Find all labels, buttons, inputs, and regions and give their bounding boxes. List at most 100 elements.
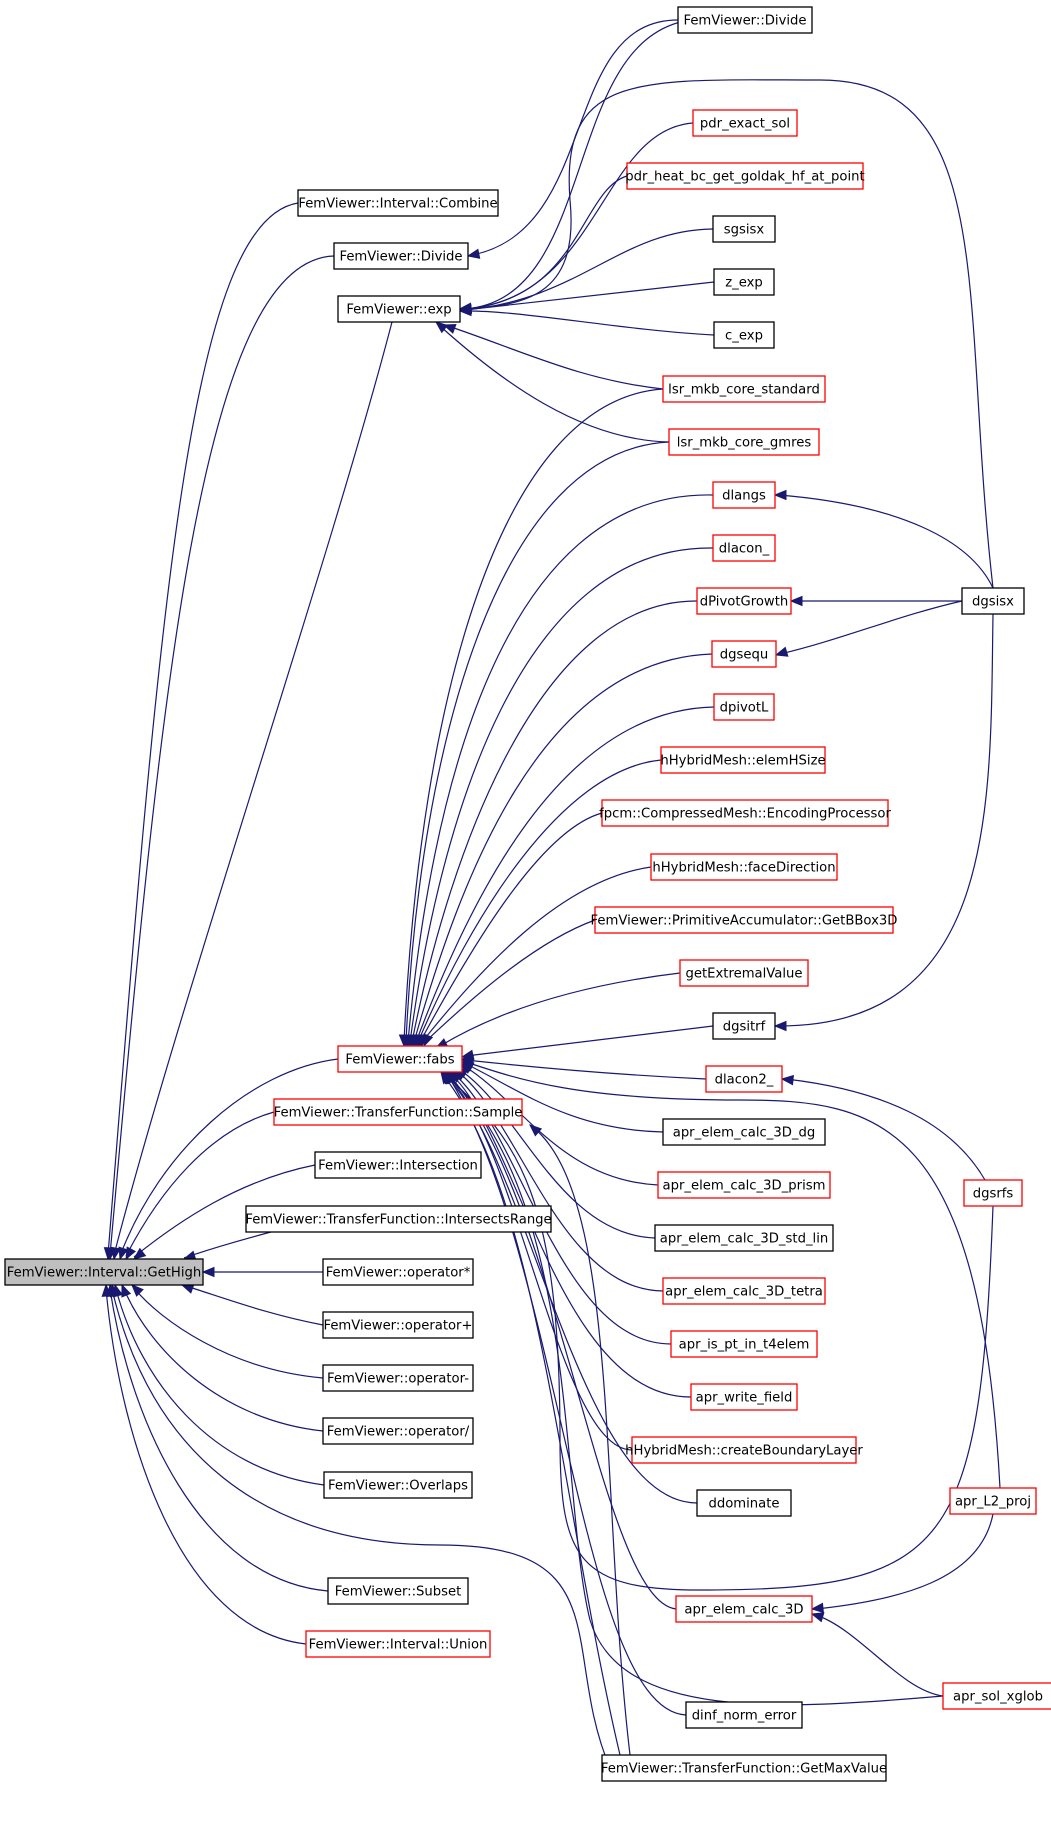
node-union[interactable]: FemViewer::Interval::Union bbox=[305, 1630, 491, 1658]
node-apr_xglob[interactable]: apr_sol_xglob bbox=[942, 1682, 1051, 1710]
node-dgsequ[interactable]: dgsequ bbox=[711, 640, 777, 668]
node-dlacon2[interactable]: dlacon2_ bbox=[705, 1065, 783, 1093]
node-box[interactable] bbox=[961, 587, 1025, 615]
node-box[interactable] bbox=[705, 1065, 783, 1093]
node-pdr_exact[interactable]: pdr_exact_sol bbox=[692, 109, 798, 137]
node-box[interactable] bbox=[713, 268, 775, 296]
node-intersection[interactable]: FemViewer::Intersection bbox=[314, 1151, 482, 1179]
node-box[interactable] bbox=[305, 1630, 491, 1658]
node-divide_l[interactable]: FemViewer::Divide bbox=[333, 242, 469, 270]
node-box[interactable] bbox=[322, 1364, 474, 1392]
node-dpivotgrowth[interactable]: dPivotGrowth bbox=[696, 587, 792, 615]
node-box[interactable] bbox=[677, 6, 813, 34]
node-box[interactable] bbox=[712, 215, 776, 243]
node-apr_l2[interactable]: apr_L2_proj bbox=[949, 1487, 1037, 1515]
node-box[interactable] bbox=[660, 746, 826, 774]
node-box[interactable] bbox=[323, 1471, 473, 1499]
node-box[interactable] bbox=[696, 587, 792, 615]
node-lsr_std[interactable]: lsr_mkb_core_standard bbox=[662, 375, 826, 403]
node-getextremal[interactable]: getExtremalValue bbox=[679, 959, 809, 987]
node-gethigh[interactable]: FemViewer::Interval::GetHigh bbox=[4, 1258, 204, 1286]
node-box[interactable] bbox=[601, 1754, 887, 1782]
node-encproc[interactable]: fpcm::CompressedMesh::EncodingProcessor bbox=[599, 799, 892, 827]
node-box[interactable] bbox=[713, 693, 775, 721]
node-box[interactable] bbox=[245, 1205, 552, 1233]
node-box[interactable] bbox=[662, 375, 826, 403]
node-elemhsize[interactable]: hHybridMesh::elemHSize bbox=[660, 746, 826, 774]
node-ddominate[interactable]: ddominate bbox=[696, 1489, 792, 1517]
node-box[interactable] bbox=[297, 189, 499, 217]
node-apr_write[interactable]: apr_write_field bbox=[690, 1383, 798, 1411]
node-box[interactable] bbox=[670, 1330, 818, 1358]
node-intersectsrange[interactable]: FemViewer::TransferFunction::IntersectsR… bbox=[245, 1205, 552, 1233]
node-box[interactable] bbox=[327, 1577, 469, 1605]
node-divide_r[interactable]: FemViewer::Divide bbox=[677, 6, 813, 34]
node-dgsitrf[interactable]: dgsitrf bbox=[712, 1012, 776, 1040]
node-apr_prism[interactable]: apr_elem_calc_3D_prism bbox=[657, 1171, 831, 1199]
node-box[interactable] bbox=[657, 1171, 831, 1199]
node-box[interactable] bbox=[679, 959, 809, 987]
node-overlaps[interactable]: FemViewer::Overlaps bbox=[323, 1471, 473, 1499]
node-lsr_gmres[interactable]: lsr_mkb_core_gmres bbox=[668, 428, 820, 456]
node-dlangs[interactable]: dlangs bbox=[712, 481, 776, 509]
node-pdr_heat[interactable]: pdr_heat_bc_get_goldak_hf_at_point bbox=[625, 162, 865, 190]
node-dgsisx[interactable]: dgsisx bbox=[961, 587, 1025, 615]
node-box[interactable] bbox=[631, 1436, 857, 1464]
node-z_exp[interactable]: z_exp bbox=[713, 268, 775, 296]
node-box[interactable] bbox=[626, 162, 864, 190]
node-box[interactable] bbox=[675, 1595, 813, 1623]
node-box[interactable] bbox=[601, 799, 889, 827]
node-box[interactable] bbox=[337, 295, 461, 323]
node-dgsrfs[interactable]: dgsrfs bbox=[963, 1179, 1023, 1207]
node-box[interactable] bbox=[713, 321, 775, 349]
node-box[interactable] bbox=[696, 1489, 792, 1517]
node-box[interactable] bbox=[662, 1118, 826, 1146]
node-box[interactable] bbox=[712, 534, 776, 562]
node-box[interactable] bbox=[668, 428, 820, 456]
node-c_exp[interactable]: c_exp bbox=[713, 321, 775, 349]
node-apr_calc3d[interactable]: apr_elem_calc_3D bbox=[675, 1595, 813, 1623]
node-box[interactable] bbox=[314, 1151, 482, 1179]
node-box[interactable] bbox=[685, 1701, 803, 1729]
node-dinf[interactable]: dinf_norm_error bbox=[685, 1701, 803, 1729]
node-box[interactable] bbox=[690, 1383, 798, 1411]
node-fabs[interactable]: FemViewer::fabs bbox=[337, 1045, 463, 1073]
node-box[interactable] bbox=[662, 1277, 826, 1305]
node-getbbox[interactable]: FemViewer::PrimitiveAccumulator::GetBBox… bbox=[591, 906, 898, 934]
node-box[interactable] bbox=[650, 853, 838, 881]
node-apr_stdlin[interactable]: apr_elem_calc_3D_std_lin bbox=[654, 1224, 834, 1252]
node-box[interactable] bbox=[273, 1098, 523, 1126]
node-box[interactable] bbox=[711, 640, 777, 668]
node-box[interactable] bbox=[337, 1045, 463, 1073]
node-box[interactable] bbox=[949, 1487, 1037, 1515]
node-box[interactable] bbox=[712, 1012, 776, 1040]
node-exp[interactable]: FemViewer::exp bbox=[337, 295, 461, 323]
node-opplus[interactable]: FemViewer::operator+ bbox=[322, 1311, 474, 1339]
node-dpivotl[interactable]: dpivotL bbox=[713, 693, 775, 721]
node-box[interactable] bbox=[322, 1311, 474, 1339]
node-box[interactable] bbox=[692, 109, 798, 137]
node-opminus[interactable]: FemViewer::operator- bbox=[322, 1364, 474, 1392]
node-apr_dg[interactable]: apr_elem_calc_3D_dg bbox=[662, 1118, 826, 1146]
node-sample[interactable]: FemViewer::TransferFunction::Sample bbox=[273, 1098, 523, 1126]
node-createbl[interactable]: hHybridMesh::createBoundaryLayer bbox=[625, 1436, 863, 1464]
node-getmax[interactable]: FemViewer::TransferFunction::GetMaxValue bbox=[601, 1754, 887, 1782]
node-box[interactable] bbox=[963, 1179, 1023, 1207]
node-opmul[interactable]: FemViewer::operator* bbox=[322, 1258, 474, 1286]
node-box[interactable] bbox=[594, 906, 894, 934]
node-dlacon[interactable]: dlacon_ bbox=[712, 534, 776, 562]
node-subset[interactable]: FemViewer::Subset bbox=[327, 1577, 469, 1605]
node-box[interactable] bbox=[333, 242, 469, 270]
node-box[interactable] bbox=[654, 1224, 834, 1252]
node-combine[interactable]: FemViewer::Interval::Combine bbox=[297, 189, 499, 217]
node-apr_tetra[interactable]: apr_elem_calc_3D_tetra bbox=[662, 1277, 826, 1305]
node-opdiv[interactable]: FemViewer::operator/ bbox=[322, 1417, 474, 1445]
node-box[interactable] bbox=[942, 1682, 1051, 1710]
node-apr_ispt[interactable]: apr_is_pt_in_t4elem bbox=[670, 1330, 818, 1358]
node-facedir[interactable]: hHybridMesh::faceDirection bbox=[650, 853, 838, 881]
node-box[interactable] bbox=[322, 1258, 474, 1286]
node-box[interactable] bbox=[712, 481, 776, 509]
node-sgsisx[interactable]: sgsisx bbox=[712, 215, 776, 243]
node-box[interactable] bbox=[322, 1417, 474, 1445]
node-box[interactable] bbox=[4, 1258, 204, 1286]
